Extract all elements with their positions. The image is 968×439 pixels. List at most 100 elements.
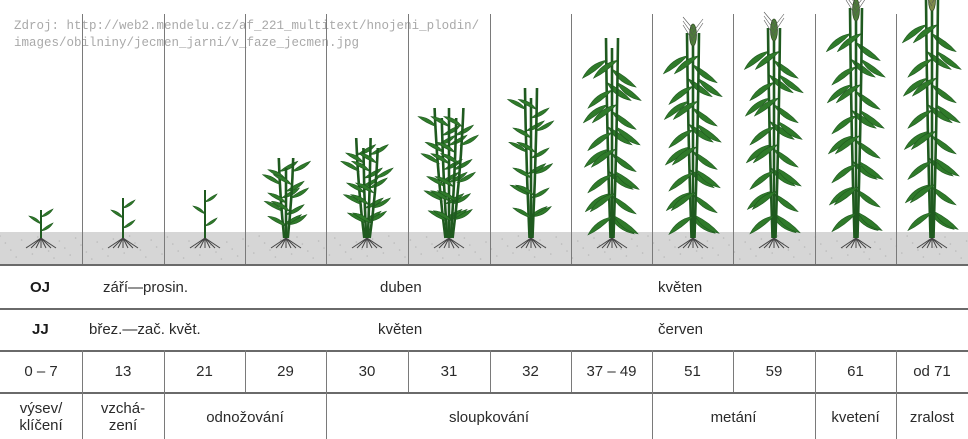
soil-dot [242, 238, 244, 240]
grid-line [164, 14, 165, 264]
soil-dot [329, 254, 331, 256]
soil-dot [685, 236, 687, 238]
phase-label: metání [652, 409, 815, 426]
stage-code: 13 [82, 350, 164, 392]
soil-dot [550, 253, 552, 255]
soil-dot [901, 252, 903, 254]
soil-dot [879, 248, 881, 250]
rule-top [0, 264, 968, 266]
phase-line-1: sloupkování [326, 409, 652, 426]
soil-dot [356, 241, 358, 243]
soil-dot [5, 242, 7, 244]
soil-dot [323, 247, 325, 249]
row-label-jj: JJ [32, 321, 49, 338]
soil-dot [226, 241, 228, 243]
soil-dot [825, 250, 827, 252]
soil-dot [113, 238, 115, 240]
soil-dot [804, 246, 806, 248]
soil-dot [75, 237, 77, 239]
soil-dot [15, 256, 17, 258]
phase-label: výsev/klíčení [0, 400, 82, 434]
soil-dot [458, 254, 460, 256]
soil-dot [383, 252, 385, 254]
soil-dot [906, 235, 908, 237]
soil-dot [847, 254, 849, 256]
soil-dot [588, 254, 590, 256]
leaf [531, 148, 549, 158]
soil-dot [885, 255, 887, 257]
soil-dot [761, 238, 763, 240]
soil-dot [750, 248, 752, 250]
row-stage-codes: 0 – 713212930313237 – 49515961od 71 [0, 350, 968, 392]
grid-line [733, 350, 734, 392]
soil-dot [37, 236, 39, 238]
ear [853, 0, 860, 21]
soil-dot [626, 255, 628, 257]
soil-dot [831, 257, 833, 259]
leaf [588, 90, 612, 108]
phase-line-2: zení [82, 417, 164, 434]
soil-dot [318, 240, 320, 242]
leaf [669, 86, 693, 104]
soil-dot [480, 258, 482, 260]
source-line-2: images/obilniny/jecmen_jarni/v_faze_jecm… [14, 36, 359, 50]
leaf [750, 82, 774, 100]
soil-dot [231, 248, 233, 250]
soil-dot [604, 251, 606, 253]
grid-line [652, 350, 653, 392]
soil-dot [172, 243, 174, 245]
soil-dot [469, 244, 471, 246]
soil-dot [388, 235, 390, 237]
soil-dot [32, 253, 34, 255]
soil-dot [156, 246, 158, 248]
soil-dot [809, 253, 811, 255]
soil-dot [53, 257, 55, 259]
stage-code: 32 [490, 350, 571, 392]
soil-dot [966, 240, 968, 242]
soil-dot [442, 257, 444, 259]
stage-code: 30 [326, 350, 408, 392]
soil-dot [566, 250, 568, 252]
soil-dot [518, 235, 520, 237]
soil-dot [64, 247, 66, 249]
grid-line [896, 392, 897, 439]
soil-dot [437, 250, 439, 252]
soil-dot [183, 257, 185, 259]
leaf [932, 34, 956, 52]
stage-code: 61 [815, 350, 896, 392]
grid-line [164, 392, 165, 439]
leaf [908, 212, 932, 230]
soil-dot [620, 248, 622, 250]
soil-dot [96, 241, 98, 243]
phase-line-1: kvetení [815, 409, 896, 426]
soil-dot [199, 254, 201, 256]
rule-oj [0, 308, 968, 310]
soil-dot [345, 251, 347, 253]
stem [614, 38, 619, 238]
soil-dot [869, 258, 871, 260]
phase-line-1: vzchá- [82, 400, 164, 417]
soil-dot [107, 255, 109, 257]
soil-dot [237, 255, 239, 257]
oj-period-1: září—prosin. [103, 279, 188, 296]
grid-line [896, 350, 897, 392]
soil-dot [944, 236, 946, 238]
soil-dot [577, 240, 579, 242]
grid-line [571, 14, 572, 264]
soil-dot [501, 238, 503, 240]
grid-line [82, 350, 83, 392]
soil-dot [86, 251, 88, 253]
grid-line [490, 14, 491, 264]
soil-dot [788, 249, 790, 251]
soil-dot [539, 239, 541, 241]
soil-dot [167, 236, 169, 238]
soil-dot [177, 250, 179, 252]
soil-dot [717, 254, 719, 256]
leaf [774, 60, 798, 78]
soil-dot [350, 258, 352, 260]
soil-dot [215, 251, 217, 253]
soil-dot [145, 256, 147, 258]
ground-band [0, 232, 968, 264]
soil-dot [582, 247, 584, 249]
soil-dot [221, 258, 223, 260]
